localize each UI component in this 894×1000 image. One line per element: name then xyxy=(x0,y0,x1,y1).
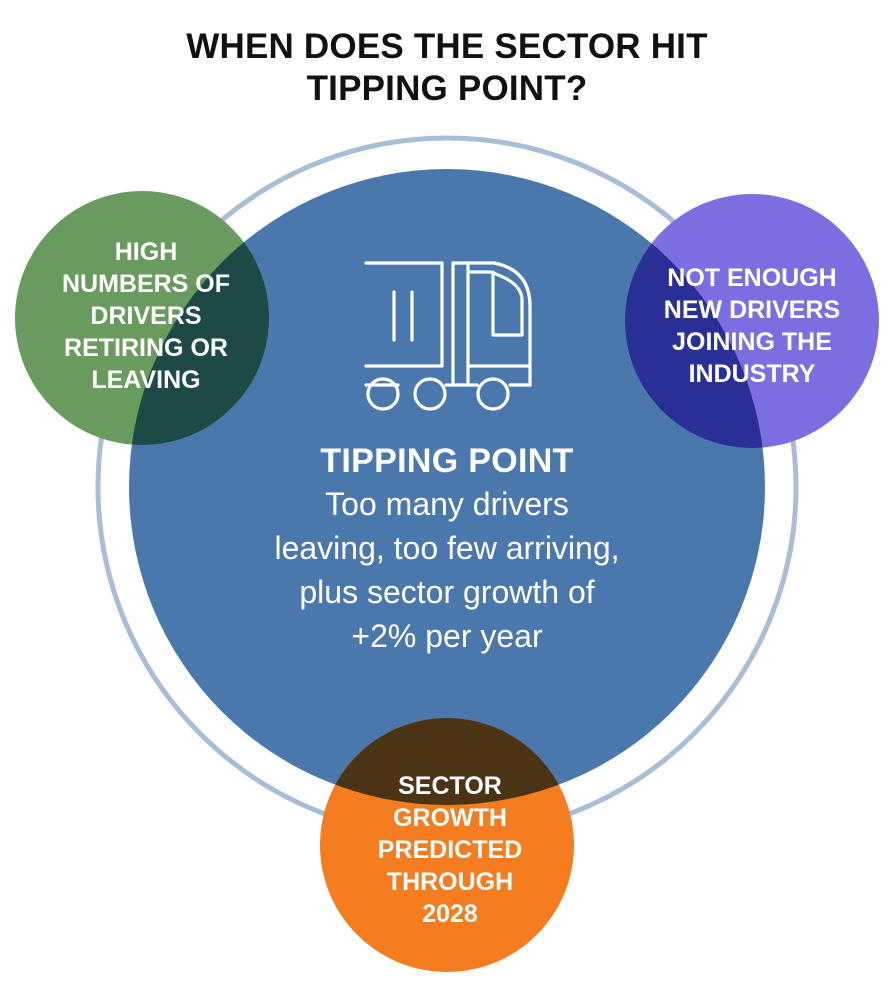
right-bubble-line: NOT ENOUGH xyxy=(667,264,837,292)
bottom-bubble-label: SECTOR GROWTH PREDICTED THROUGH 2028 xyxy=(322,770,578,930)
bottom-bubble-line: THROUGH xyxy=(386,868,514,896)
left-bubble-line: RETIRING OR xyxy=(64,334,228,362)
page-title: WHEN DOES THE SECTOR HIT TIPPING POINT? xyxy=(0,26,894,110)
title-line-2: TIPPING POINT? xyxy=(306,69,588,108)
center-text: TIPPING POINT Too many drivers leaving, … xyxy=(197,440,697,658)
center-circle xyxy=(129,169,765,805)
left-bubble-line: HIGH xyxy=(114,238,178,266)
right-bubble-label: NOT ENOUGH NEW DRIVERS JOINING THE INDUS… xyxy=(632,262,872,390)
right-bubble-line: JOINING THE xyxy=(672,328,832,356)
truck-icon xyxy=(364,261,532,411)
left-bubble-label: HIGH NUMBERS OF DRIVERS RETIRING OR LEAV… xyxy=(28,236,264,396)
center-heading: TIPPING POINT xyxy=(320,442,574,480)
center-body: Too many drivers leaving, too few arrivi… xyxy=(197,482,697,658)
center-body-line: +2% per year xyxy=(351,618,543,654)
bottom-overlap xyxy=(320,718,574,805)
left-bubble-line: NUMBERS OF xyxy=(61,270,231,298)
left-bubble-line: LEAVING xyxy=(91,366,201,394)
title-line-1: WHEN DOES THE SECTOR HIT xyxy=(186,27,708,66)
left-bubble-line: DRIVERS xyxy=(90,302,202,330)
right-bubble-line: NEW DRIVERS xyxy=(663,296,841,324)
center-body-line: plus sector growth of xyxy=(299,574,595,610)
center-body-line: Too many drivers xyxy=(325,486,569,522)
bottom-bubble-line: GROWTH xyxy=(393,804,507,832)
center-body-line: leaving, too few arriving, xyxy=(274,530,620,566)
bottom-bubble-line: SECTOR xyxy=(398,772,502,800)
bottom-bubble-line: PREDICTED xyxy=(377,836,523,864)
right-bubble-line: INDUSTRY xyxy=(688,360,816,388)
bottom-bubble-line: 2028 xyxy=(422,900,478,928)
